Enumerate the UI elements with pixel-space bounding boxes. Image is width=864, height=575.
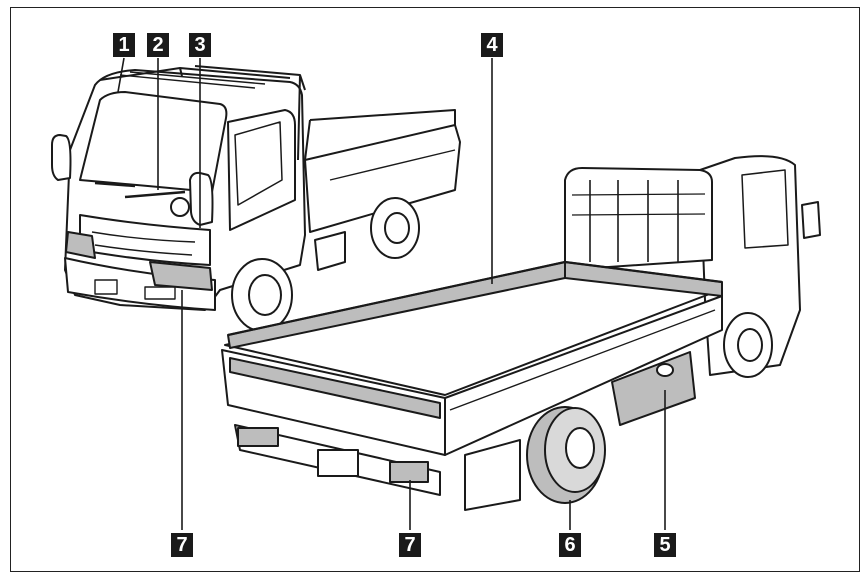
front-grille	[79, 214, 211, 266]
headlamp-left	[65, 231, 96, 259]
headboard-guard	[564, 167, 713, 271]
callout-7-rear: 7	[399, 533, 421, 557]
right-mirror	[189, 171, 214, 226]
front-door	[227, 109, 296, 231]
front-bumper	[64, 257, 216, 311]
callout-2: 2	[147, 33, 169, 57]
wipers	[94, 181, 186, 199]
callout-4: 4	[481, 33, 503, 57]
rear-truck-front-wheel	[723, 312, 773, 378]
tail-lamp-right	[389, 461, 429, 483]
left-mirror	[51, 134, 72, 181]
front-wheel	[231, 258, 293, 332]
tailgate-shade	[229, 357, 441, 419]
license-plate	[317, 449, 359, 477]
corner-mirror	[170, 197, 190, 217]
rear-cab-mirror	[801, 201, 821, 239]
leader-1	[117, 57, 125, 93]
callout-3: 3	[189, 33, 211, 57]
callout-5: 5	[654, 533, 676, 557]
mudflap	[464, 439, 521, 511]
callout-1: 1	[113, 33, 135, 57]
callout-6: 6	[559, 533, 581, 557]
front-truck-bed	[304, 124, 461, 233]
headlamp-right	[149, 261, 213, 291]
side-gate	[444, 295, 723, 456]
callout-7-front: 7	[171, 533, 193, 557]
roof-rack	[99, 65, 306, 161]
front-truck-rear-wheel	[370, 197, 420, 259]
front-windshield	[79, 91, 228, 193]
diagram-frame	[10, 7, 860, 572]
fuel-tank	[611, 351, 696, 426]
tail-lamp-left	[237, 427, 279, 447]
